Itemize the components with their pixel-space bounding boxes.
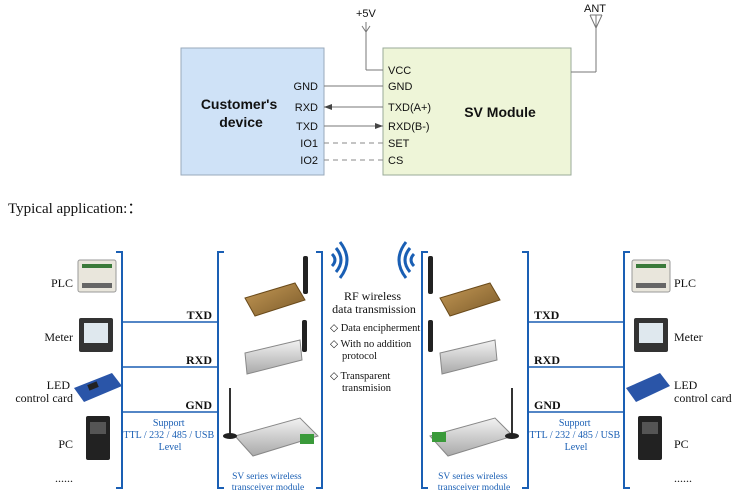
device-label-pc: PC bbox=[58, 437, 73, 451]
feature-3: ◇ Transparent transmision bbox=[330, 371, 393, 394]
module-pin-gnd: GND bbox=[388, 81, 413, 93]
customer-pin-rxd: RXD bbox=[295, 102, 318, 114]
power-label: +5V bbox=[356, 8, 377, 20]
right-support-text: Support TTL / 232 / 485 / USB Level bbox=[529, 418, 622, 453]
sv-module-box bbox=[382, 47, 572, 176]
customer-pin-io2: IO2 bbox=[300, 155, 318, 167]
right-rf-box-module bbox=[429, 388, 519, 457]
customer-box-title: Customer's device bbox=[201, 96, 281, 130]
right-device-label-led: LED control card bbox=[674, 378, 732, 405]
feature-2: ◇ With no addition protocol bbox=[330, 339, 414, 362]
right-support-line-2: TTL / 232 / 485 / USB bbox=[529, 430, 620, 441]
customer-pin-io1: IO1 bbox=[300, 138, 318, 150]
rf-title-line-1: RF wireless bbox=[344, 289, 401, 303]
device-label-led-line-1: LED bbox=[47, 378, 71, 392]
pc-icon bbox=[86, 416, 110, 460]
module-pin-cs: CS bbox=[388, 155, 403, 167]
right-module-bracket-open bbox=[421, 251, 428, 489]
right-device-label-more: ...... bbox=[674, 471, 692, 485]
feature-2-line-2: protocol bbox=[342, 351, 377, 362]
left-module-caption: SV series wireless transceiver module bbox=[232, 472, 305, 493]
feature-1: ◇ Data encipherment bbox=[330, 323, 420, 334]
wireless-signal-icon-left bbox=[330, 241, 349, 279]
wiring-diagram: +5V ANT GND RXD TXD IO1 IO2 VCC GND TXD(… bbox=[180, 3, 606, 176]
plc-icon bbox=[77, 259, 117, 293]
left-module-bracket-open bbox=[217, 251, 224, 489]
right-rf-case-module bbox=[428, 320, 498, 375]
left-module-bracket-close bbox=[316, 251, 323, 489]
wireless-signal-icon-right bbox=[397, 241, 416, 279]
antenna-label: ANT bbox=[584, 3, 606, 15]
customer-title-line-1: Customer's bbox=[201, 96, 278, 112]
right-rf-board-module bbox=[428, 256, 501, 317]
right-device-label-led-line-2: control card bbox=[674, 391, 732, 405]
right-module-caption-line-1: SV series wireless bbox=[438, 472, 508, 482]
customer-pin-gnd: GND bbox=[294, 81, 319, 93]
module-pin-set: SET bbox=[388, 138, 410, 150]
rf-title: RF wireless data transmission bbox=[332, 289, 416, 316]
right-signal-gnd: GND bbox=[534, 398, 561, 412]
customer-pin-txd: TXD bbox=[296, 121, 318, 133]
right-support-line-3: Level bbox=[565, 442, 588, 453]
left-device-bracket bbox=[116, 251, 123, 489]
customer-title-line-2: device bbox=[219, 114, 263, 130]
right-meter-icon bbox=[634, 318, 668, 352]
device-label-more: ...... bbox=[55, 471, 73, 485]
left-support-line-3: Level bbox=[159, 442, 182, 453]
feature-2-line-1: ◇ With no addition bbox=[330, 339, 412, 350]
feature-3-line-2: transmision bbox=[342, 383, 392, 394]
device-label-plc: PLC bbox=[51, 276, 73, 290]
right-module-caption: SV series wireless transceiver module bbox=[438, 472, 511, 493]
left-rf-board-module bbox=[244, 256, 308, 317]
device-label-led: LED control card bbox=[15, 378, 73, 405]
right-device-label-pc: PC bbox=[674, 437, 689, 451]
left-support-line-1: Support bbox=[153, 418, 185, 429]
device-label-led-line-2: control card bbox=[15, 391, 73, 405]
left-signal-rxd: RXD bbox=[186, 353, 212, 367]
left-support-text: Support TTL / 232 / 485 / USB Level bbox=[123, 418, 216, 453]
right-device-label-plc: PLC bbox=[674, 276, 696, 290]
left-rf-case-module bbox=[244, 320, 307, 375]
module-pin-rxd: RXD(B-) bbox=[388, 121, 430, 133]
left-rf-box-module bbox=[223, 388, 319, 457]
module-box-title: SV Module bbox=[464, 104, 536, 120]
right-device-label-meter: Meter bbox=[674, 330, 703, 344]
left-module-caption-line-2: transceiver module bbox=[232, 483, 305, 493]
right-pc-icon bbox=[638, 416, 662, 460]
left-support-line-2: TTL / 232 / 485 / USB bbox=[123, 430, 214, 441]
left-signal-txd: TXD bbox=[187, 308, 213, 322]
application-diagram: PLC Meter LED control card PC ...... TXD… bbox=[15, 241, 732, 493]
led-control-card-icon bbox=[74, 373, 122, 402]
module-pin-txd: TXD(A+) bbox=[388, 102, 431, 114]
typical-application-caption: Typical application:： bbox=[8, 201, 143, 217]
right-signal-rxd: RXD bbox=[534, 353, 560, 367]
module-pin-vcc: VCC bbox=[388, 65, 411, 77]
right-device-bracket bbox=[623, 251, 630, 489]
right-signal-txd: TXD bbox=[534, 308, 560, 322]
antenna-icon bbox=[571, 14, 603, 73]
feature-3-line-1: ◇ Transparent bbox=[330, 371, 390, 382]
right-module-bracket-close bbox=[522, 251, 529, 489]
right-plc-icon bbox=[631, 259, 671, 293]
rf-title-line-2: data transmission bbox=[332, 302, 416, 316]
device-label-meter: Meter bbox=[44, 330, 73, 344]
left-module-caption-line-1: SV series wireless bbox=[232, 472, 302, 482]
right-module-caption-line-2: transceiver module bbox=[438, 483, 511, 493]
right-led-control-card-icon bbox=[626, 373, 670, 402]
right-device-label-led-line-1: LED bbox=[674, 378, 698, 392]
right-support-line-1: Support bbox=[559, 418, 591, 429]
meter-icon bbox=[79, 318, 113, 352]
left-signal-gnd: GND bbox=[185, 398, 212, 412]
customer-device-box bbox=[180, 47, 325, 176]
